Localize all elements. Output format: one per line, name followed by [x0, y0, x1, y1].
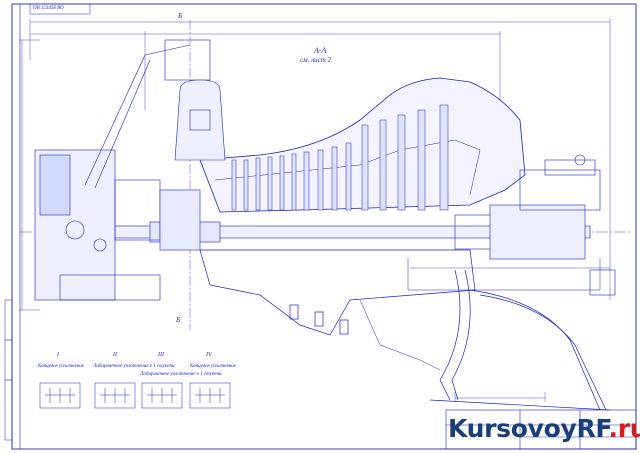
front-bearing-housing [34, 149, 201, 301]
valve-linkage [84, 39, 226, 189]
detail-mark-1: I [57, 352, 59, 358]
section-mark-top: Б [178, 12, 183, 20]
sheet-border [11, 3, 637, 450]
detail-caption-3: Лабиринтное уплотнение в 1 ступени [140, 372, 222, 377]
section-title: А-А [314, 46, 327, 55]
side-stamp [4, 299, 13, 441]
detail-caption-2: Лабиринтное уплотнение в 1 ступени [93, 364, 175, 369]
stamp-code: ОВ 123456 ВО [33, 6, 64, 11]
rotor-shaft [109, 204, 591, 260]
watermark-domain: .ru [608, 414, 640, 443]
watermark-logo: KursovoyRF.ru [448, 414, 640, 443]
section-reference: см. лист 2 [300, 56, 332, 64]
watermark-text: KursovoyRF [448, 414, 609, 443]
detail-caption-1: Концевое уплотнение [38, 364, 84, 369]
dimension-lines [19, 19, 611, 402]
title-block [445, 409, 637, 450]
detail-mark-4: IV [206, 352, 212, 358]
top-stamp-box [29, 3, 91, 15]
section-mark-bottom: Б [176, 316, 181, 324]
blade-stages [231, 104, 449, 211]
detail-mark-2: II [113, 352, 117, 358]
detail-views [39, 382, 231, 409]
support-piping [289, 269, 611, 411]
detail-mark-3: III [158, 352, 164, 358]
rear-bearing-housing [519, 154, 616, 296]
detail-caption-4: Концевое уплотнение [190, 364, 236, 369]
